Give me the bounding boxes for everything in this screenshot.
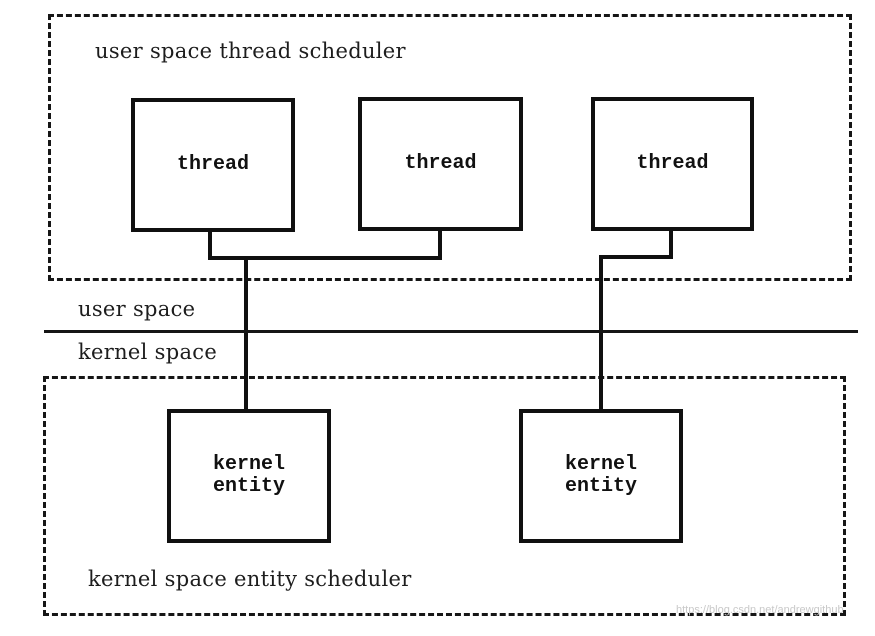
user-kernel-divider-line — [44, 330, 858, 333]
kernel-entity-1-line2: entity — [212, 475, 285, 498]
thread-box-2-label: thread — [404, 152, 477, 175]
kernel-entity-box-1-label: kernel entity — [213, 454, 285, 498]
connector-merge-bar — [208, 256, 442, 260]
connector-to-kernel-entity-1 — [244, 256, 248, 412]
kernel-entity-2-line1: kernel — [564, 453, 637, 476]
thread-box-3-label: thread — [636, 152, 709, 175]
user-space-scheduler-region — [48, 14, 852, 281]
user-space-label: user space — [78, 297, 196, 321]
watermark-text: https://blog.csdn.net/andrewgithub — [676, 604, 844, 616]
connector-jog-bar — [599, 255, 673, 259]
kernel-entity-1-line1: kernel — [212, 453, 285, 476]
kernel-entity-box-2: kernel entity — [519, 409, 683, 543]
thread-box-1: thread — [131, 98, 295, 232]
connector-thread2-drop — [438, 227, 442, 260]
kernel-space-label: kernel space — [78, 340, 218, 364]
thread-box-2: thread — [358, 97, 523, 231]
kernel-space-scheduler-title: kernel space entity scheduler — [88, 567, 412, 591]
connector-thread3-drop — [669, 227, 673, 259]
kernel-entity-2-line2: entity — [564, 475, 637, 498]
kernel-entity-box-2-label: kernel entity — [565, 454, 637, 498]
user-space-scheduler-title: user space thread scheduler — [95, 39, 406, 63]
thread-box-3: thread — [591, 97, 754, 231]
kernel-entity-box-1: kernel entity — [167, 409, 331, 543]
thread-box-1-label: thread — [176, 153, 249, 176]
connector-to-kernel-entity-2 — [599, 255, 603, 412]
kernel-space-scheduler-region — [43, 376, 846, 616]
connector-thread1-drop — [208, 228, 212, 260]
